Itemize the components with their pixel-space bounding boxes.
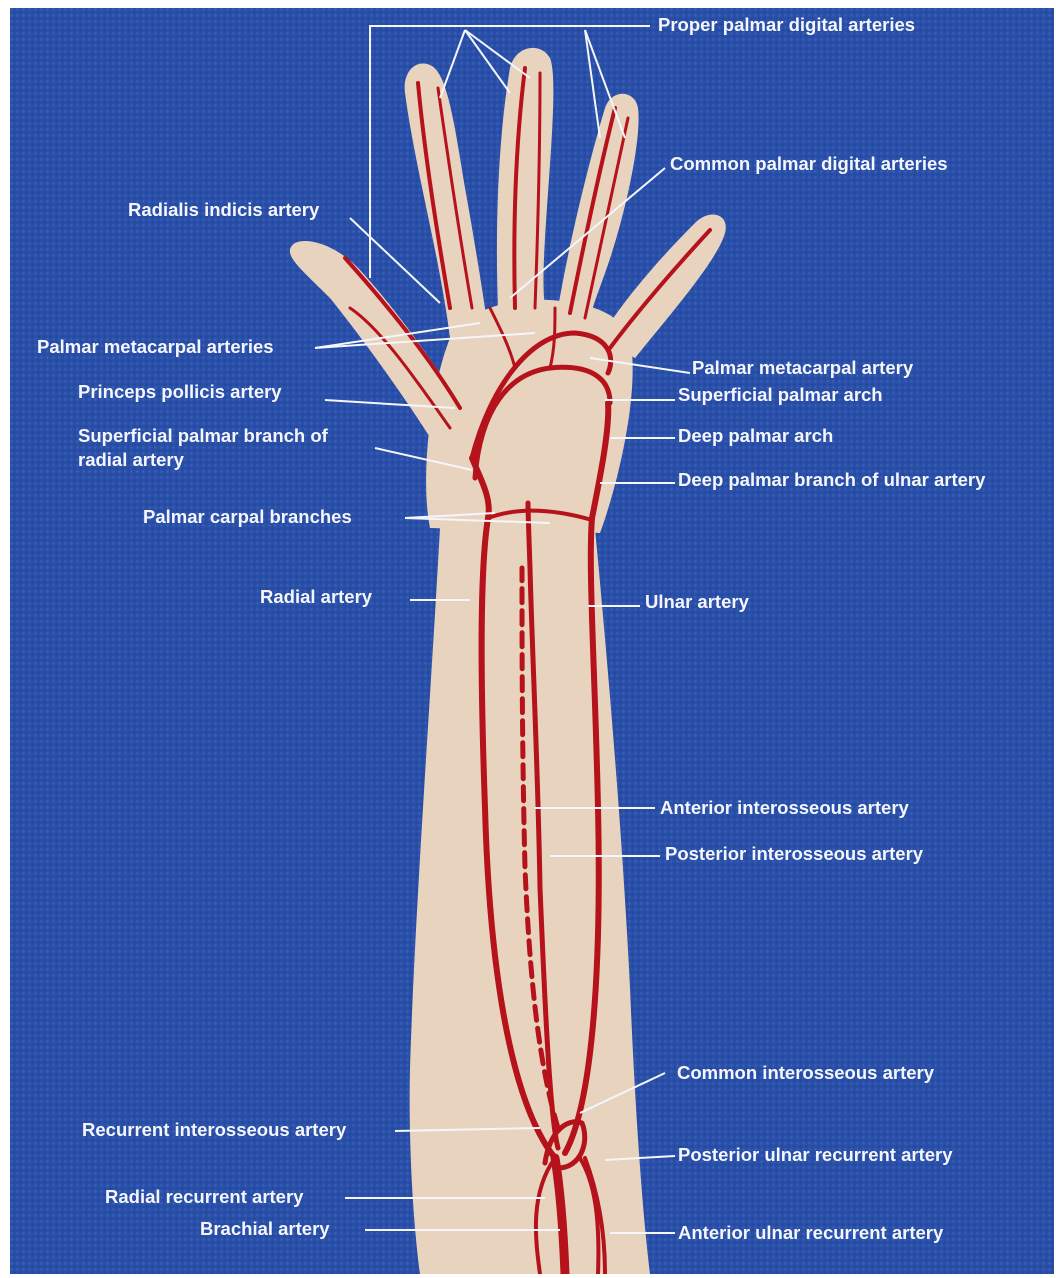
label-palmar-metacarpal-artery: Palmar metacarpal artery: [692, 357, 914, 378]
label-superficial-palmar-branch-2: radial artery: [78, 449, 185, 470]
label-radial-artery: Radial artery: [260, 586, 373, 607]
label-radialis-indicis: Radialis indicis artery: [128, 199, 320, 220]
label-superficial-palmar-arch: Superficial palmar arch: [678, 384, 883, 405]
label-brachial: Brachial artery: [200, 1218, 330, 1239]
label-palmar-metacarpal-arteries: Palmar metacarpal arteries: [37, 336, 274, 357]
label-radial-recurrent: Radial recurrent artery: [105, 1186, 304, 1207]
label-posterior-ulnar-recurrent: Posterior ulnar recurrent artery: [678, 1144, 953, 1165]
label-ulnar-artery: Ulnar artery: [645, 591, 750, 612]
label-anterior-interosseous: Anterior interosseous artery: [660, 797, 910, 818]
label-deep-palmar-branch-ulnar: Deep palmar branch of ulnar artery: [678, 469, 986, 490]
label-anterior-ulnar-recurrent: Anterior ulnar recurrent artery: [678, 1222, 944, 1243]
label-superficial-palmar-branch-1: Superficial palmar branch of: [78, 425, 329, 446]
label-proper-palmar-digital: Proper palmar digital arteries: [658, 14, 915, 35]
label-posterior-interosseous: Posterior interosseous artery: [665, 843, 924, 864]
label-deep-palmar-arch: Deep palmar arch: [678, 425, 833, 446]
label-princeps-pollicis: Princeps pollicis artery: [78, 381, 282, 402]
forearm-artery-illustration: Proper palmar digital arteries Common pa…: [10, 8, 1054, 1274]
label-common-palmar-digital: Common palmar digital arteries: [670, 153, 948, 174]
label-common-interosseous: Common interosseous artery: [677, 1062, 935, 1083]
label-palmar-carpal-branches: Palmar carpal branches: [143, 506, 352, 527]
label-recurrent-interosseous: Recurrent interosseous artery: [82, 1119, 347, 1140]
anatomy-figure: Proper palmar digital arteries Common pa…: [10, 8, 1054, 1274]
